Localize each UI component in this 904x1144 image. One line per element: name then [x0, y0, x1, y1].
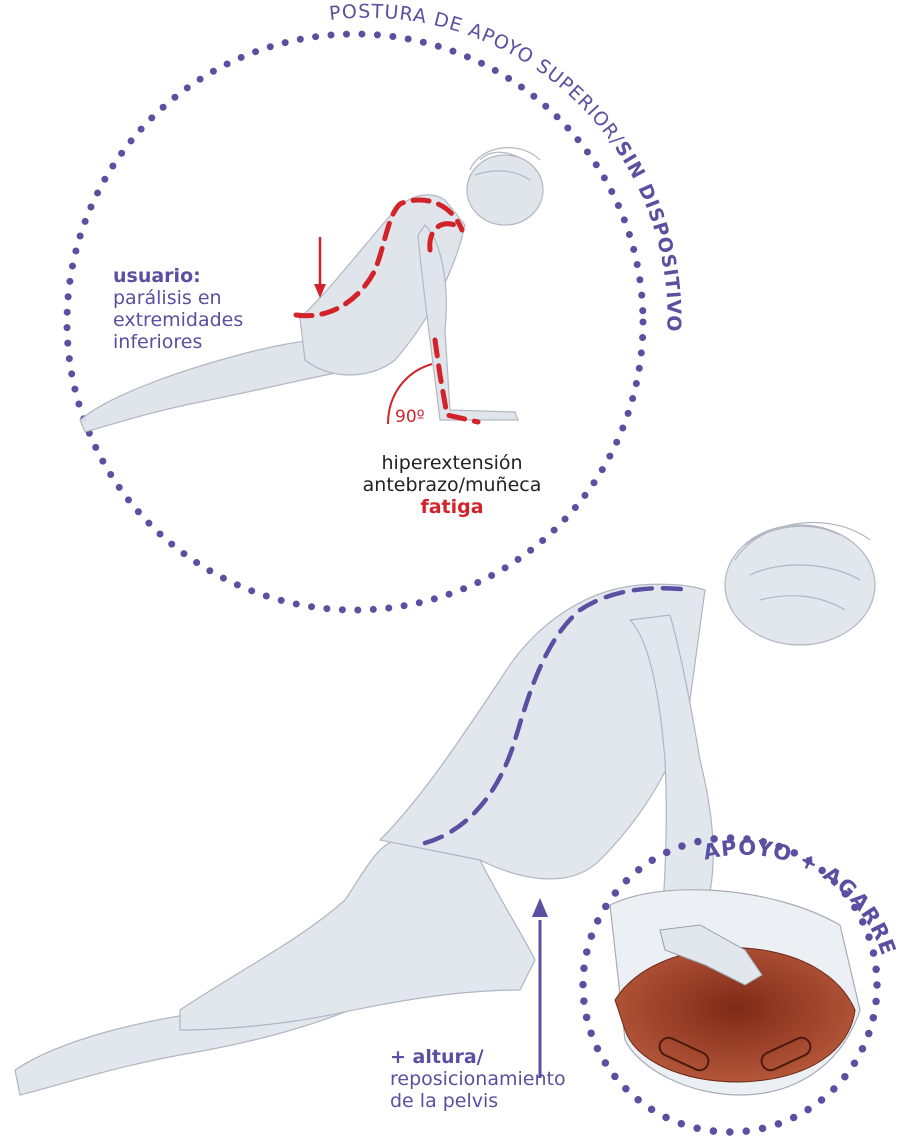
strain-result: fatiga	[328, 496, 576, 518]
height-desc-line-2: de la pelvis	[390, 1090, 566, 1112]
user-desc-line-3: inferiores	[113, 331, 243, 353]
strain-line-1: hiperextensión	[328, 452, 576, 474]
user-label: usuario:	[113, 265, 243, 287]
strain-block: hiperextensión antebrazo/muñeca fatiga	[328, 452, 576, 518]
red-down-arrow	[314, 237, 326, 298]
strain-line-2: antebrazo/muñeca	[328, 474, 576, 496]
height-desc-line-1: reposicionamiento	[390, 1068, 566, 1090]
user-label-block: usuario: parálisis en extremidades infer…	[113, 265, 243, 353]
user-desc-line-1: parálisis en	[113, 287, 243, 309]
support-grip-device	[610, 890, 860, 1095]
angle-label: 90º	[395, 406, 425, 428]
user-desc-line-2: extremidades	[113, 309, 243, 331]
height-label: + altura/	[390, 1046, 566, 1068]
height-label-block: + altura/ reposicionamiento de la pelvis	[390, 1046, 566, 1112]
